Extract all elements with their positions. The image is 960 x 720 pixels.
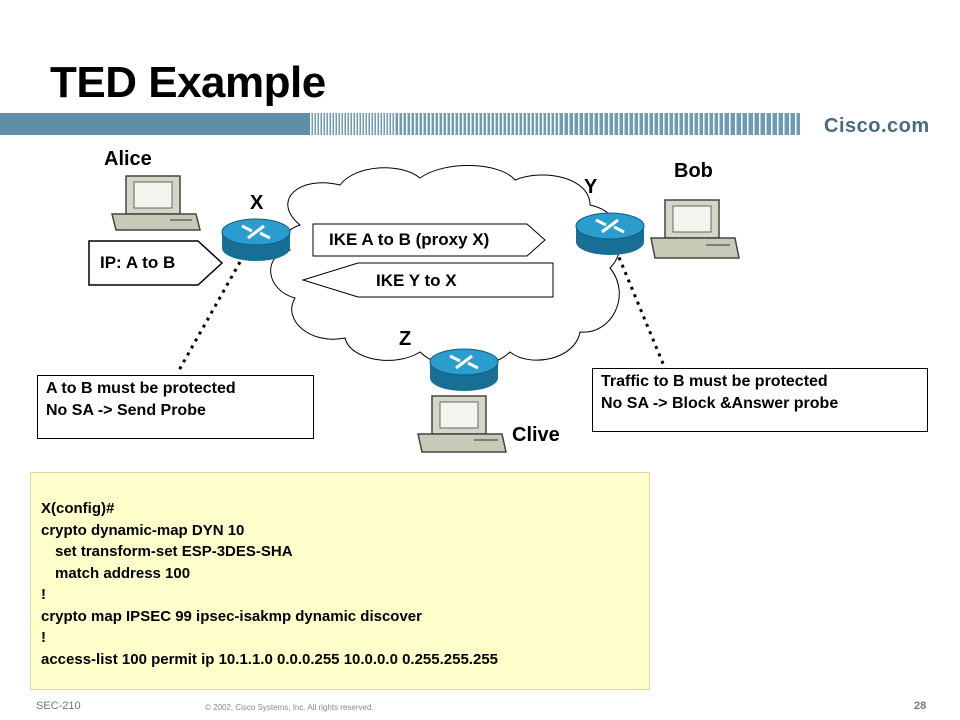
config-line: crypto dynamic-map DYN 10 <box>41 521 245 539</box>
note-line: Traffic to B must be protected <box>601 373 828 390</box>
note-line: No SA -> Send Probe <box>46 402 206 419</box>
config-line: X(config)# <box>41 500 115 517</box>
router-label-y: Y <box>584 176 598 198</box>
bob-pc-icon <box>650 199 740 259</box>
config-line: ! <box>41 629 46 646</box>
config-line: set transform-set ESP-3DES-SHA <box>55 543 293 560</box>
host-label-alice: Alice <box>104 148 152 170</box>
footer-copyright: © 2002, Cisco Systems, Inc. All rights r… <box>205 703 374 712</box>
ike-reply-label: IKE Y to X <box>376 271 457 290</box>
slide-title: TED Example <box>50 58 326 107</box>
router-y-icon <box>575 212 645 255</box>
config-line: access-list 100 permit ip 10.1.1.0 0.0.0… <box>41 650 499 668</box>
footer-course-code: SEC-210 <box>36 700 81 712</box>
alice-pc-icon <box>111 175 201 231</box>
ip-arrow-label: IP: A to B <box>100 253 176 272</box>
host-label-clive: Clive <box>512 424 560 446</box>
ike-reply-shape <box>301 262 554 298</box>
ike-forward-label: IKE A to B (proxy X) <box>329 230 490 249</box>
cisco-logo: Cisco.com <box>824 115 930 137</box>
host-label-bob: Bob <box>674 160 713 182</box>
leader-line-x <box>176 261 242 373</box>
config-code-block: X(config)# crypto dynamic-map DYN 10 set… <box>41 498 498 670</box>
config-line: match address 100 <box>55 564 191 582</box>
config-line: crypto map IPSEC 99 ipsec-isakmp dynamic… <box>41 607 422 625</box>
router-label-z: Z <box>399 328 412 350</box>
note-line: No SA -> Block &Answer probe <box>601 395 839 412</box>
footer-page-number: 28 <box>914 700 927 712</box>
ike-forward-shape <box>312 223 546 257</box>
router-z-icon <box>429 348 499 391</box>
note-router-x: A to B must be protected No SA -> Send P… <box>37 375 314 439</box>
router-x-icon <box>221 218 291 261</box>
config-panel: X(config)# crypto dynamic-map DYN 10 set… <box>30 472 650 690</box>
note-line: A to B must be protected <box>46 380 236 397</box>
leader-line-y <box>614 249 666 367</box>
note-router-y: Traffic to B must be protected No SA -> … <box>592 368 928 432</box>
ip-arrow-shape <box>88 240 224 286</box>
clive-pc-icon <box>417 395 507 453</box>
header-band <box>0 113 960 135</box>
config-line: ! <box>41 586 46 603</box>
router-label-x: X <box>250 192 264 214</box>
